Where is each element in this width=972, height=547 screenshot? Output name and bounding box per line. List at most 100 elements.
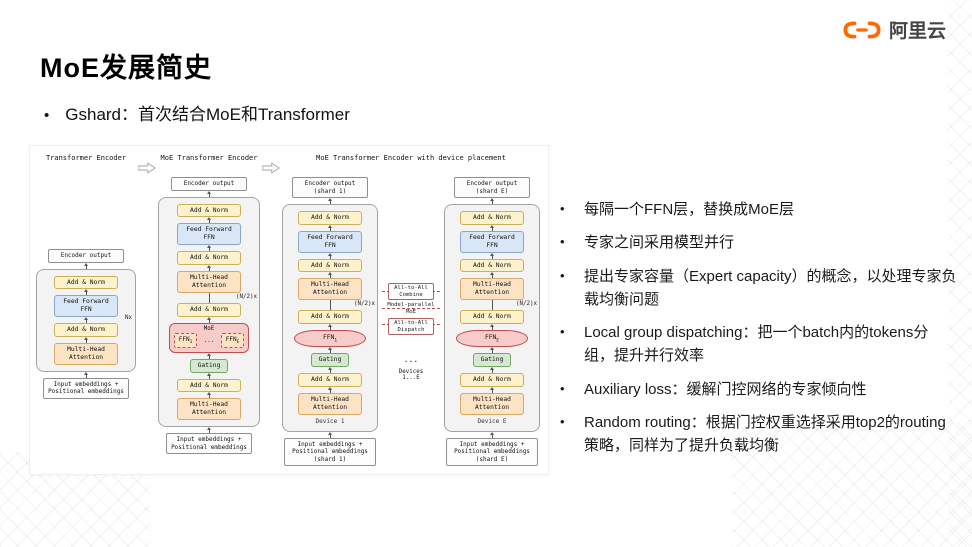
bullet-marker: • xyxy=(560,201,565,216)
flow-arrow xyxy=(84,371,88,378)
repeat-label: (N/2)x xyxy=(515,301,538,308)
flow-arrow xyxy=(490,367,494,374)
add-norm-box: Add & Norm xyxy=(298,373,362,387)
moe-label: MoE xyxy=(203,325,215,332)
encoder-output-box: Encoder output xyxy=(171,177,247,191)
column-title: MoE Transformer Encoder xyxy=(160,154,258,162)
input-embeddings-box: Input embeddings + Positional embeddings xyxy=(166,433,252,455)
input-embeddings-box: Input embeddings + Positional embeddings xyxy=(43,377,129,399)
repeat-label: (N/2)x xyxy=(353,301,376,308)
flow-arrow xyxy=(490,347,494,354)
layer-junction: (N/2)x xyxy=(297,300,376,311)
alibaba-cloud-logo: 阿里云 xyxy=(842,16,946,43)
repeat-label: (N/2)x xyxy=(235,293,258,300)
flow-arrow xyxy=(328,367,332,374)
expert-ellipsis: ... xyxy=(203,336,215,344)
shardE-column: Encoder output (shard E) Add & Norm Feed… xyxy=(444,177,540,467)
bullet-marker: • xyxy=(560,413,565,429)
flow-arrow xyxy=(490,224,494,231)
flow-arrow xyxy=(84,289,88,296)
moe-encoder-stack: Add & Norm Feed Forward FFN Add & Norm M… xyxy=(158,196,260,428)
flow-arrow xyxy=(207,245,211,252)
flow-arrow xyxy=(84,336,88,343)
gating-box: Gating xyxy=(473,353,511,368)
flow-arrow xyxy=(328,252,332,259)
column-title: Transformer Encoder xyxy=(45,154,127,162)
device-label: Device E xyxy=(477,417,507,425)
input-embeddings-box: Input embeddings + Positional embeddings… xyxy=(446,437,538,467)
note-text: Random routing：根据门控权重选择采用top2的routing策略，… xyxy=(584,413,946,454)
feed-forward-box: Feed Forward FFN xyxy=(54,295,118,318)
all-to-all-dispatch-label: All-to-All Dispatch xyxy=(388,318,434,336)
note-item: • 每隔一个FFN层，替换成MoE层 xyxy=(560,198,958,221)
flow-arrow xyxy=(328,386,332,393)
multi-head-attention-box: Multi-Head Attention xyxy=(298,278,362,301)
note-text: 专家之间采用模型并行 xyxy=(584,234,735,252)
add-norm-box: Add & Norm xyxy=(54,323,118,337)
model-parallel-ffn1-zone: FFN1 xyxy=(294,330,366,348)
model-parallel-moe-label: Model-parallel MoE xyxy=(387,302,435,315)
encoder-output-box: Encoder output (shard E) xyxy=(454,177,530,198)
flow-arrow xyxy=(490,324,494,331)
add-norm-box: Add & Norm xyxy=(177,203,241,218)
add-norm-box: Add & Norm xyxy=(298,211,362,225)
flow-arrow xyxy=(207,316,211,323)
notes-list: • 每隔一个FFN层，替换成MoE层 • 专家之间采用模型并行 • 提出专家容量… xyxy=(560,198,958,467)
add-norm-box: Add & Norm xyxy=(54,275,118,290)
flow-arrow xyxy=(207,372,211,379)
transformer-encoder-column: Transformer Encoder Encoder output Nx Ad… xyxy=(36,154,136,399)
flow-arrow xyxy=(207,427,211,434)
layer-junction: (N/2)x xyxy=(459,300,538,311)
input-embeddings-box: Input embeddings + Positional embeddings… xyxy=(284,437,376,467)
shard-row: All-to-All Combine Model-parallel MoE Al… xyxy=(282,177,540,467)
note-text: Auxiliary loss：缓解门控网络的专家倾向性 xyxy=(584,380,867,398)
bullet-marker: • xyxy=(560,324,565,339)
device-placement-group: MoE Transformer Encoder with device plac… xyxy=(282,154,540,467)
alibaba-cloud-logo-icon xyxy=(843,20,881,39)
multi-head-attention-box: Multi-Head Attention xyxy=(177,270,241,293)
expert-row: FFN1 ... FFNE xyxy=(174,332,244,348)
devices-ellipsis: ... xyxy=(403,355,419,364)
note-item: • 专家之间采用模型并行 xyxy=(560,231,958,254)
flow-arrow xyxy=(328,224,332,231)
encoder-output-box: Encoder output xyxy=(48,249,124,263)
add-norm-box: Add & Norm xyxy=(460,211,524,225)
flow-arrow xyxy=(84,317,88,324)
transition-arrow xyxy=(138,154,156,174)
feed-forward-box: Feed Forward FFN xyxy=(177,223,241,246)
flow-arrow xyxy=(84,262,88,269)
flow-arrow xyxy=(207,190,211,197)
repeat-label: Nx xyxy=(124,315,133,322)
flow-arrow xyxy=(207,352,211,359)
layer-junction: (N/2)x xyxy=(173,292,258,303)
flow-arrow xyxy=(490,386,494,393)
flow-arrow-icon xyxy=(262,162,280,174)
gshard-architecture-diagram: Transformer Encoder Encoder output Nx Ad… xyxy=(30,146,548,474)
deviceE-stack: Add & Norm Feed Forward FFN Add & Norm M… xyxy=(444,204,540,432)
note-item: • Local group dispatching：把一个batch内的toke… xyxy=(560,321,958,368)
multi-head-attention-box: Multi-Head Attention xyxy=(460,278,524,301)
flow-arrow xyxy=(490,252,494,259)
bullet-marker: • xyxy=(560,234,565,250)
note-text: Local group dispatching：把一个batch内的tokens… xyxy=(584,324,929,365)
moe-encoder-column: MoE Transformer Encoder Encoder output A… xyxy=(158,154,260,455)
flow-arrow xyxy=(490,272,494,279)
gating-box: Gating xyxy=(311,353,349,368)
expert-ffn-E-box: FFNE xyxy=(221,332,244,348)
alibaba-cloud-logo-text: 阿里云 xyxy=(888,21,946,42)
flow-arrow xyxy=(207,392,211,399)
bullet-marker: • xyxy=(560,380,565,396)
flow-arrow xyxy=(328,431,332,438)
gating-box: Gating xyxy=(190,358,228,373)
flow-arrow xyxy=(207,264,211,271)
add-norm-box: Add & Norm xyxy=(460,258,524,273)
flow-arrow xyxy=(328,272,332,279)
note-item: • Random routing：根据门控权重选择采用top2的routing策… xyxy=(560,411,958,458)
devices-range-label: Devices 1...E xyxy=(398,369,424,381)
multi-head-attention-box: Multi-Head Attention xyxy=(298,392,362,415)
device1-stack: Add & Norm Feed Forward FFN Add & Norm M… xyxy=(282,204,378,432)
flow-arrow xyxy=(328,324,332,331)
flow-arrow xyxy=(490,431,494,438)
expert-ffn-1-box: FFN1 xyxy=(174,332,197,348)
multi-head-attention-box: Multi-Head Attention xyxy=(460,392,524,415)
